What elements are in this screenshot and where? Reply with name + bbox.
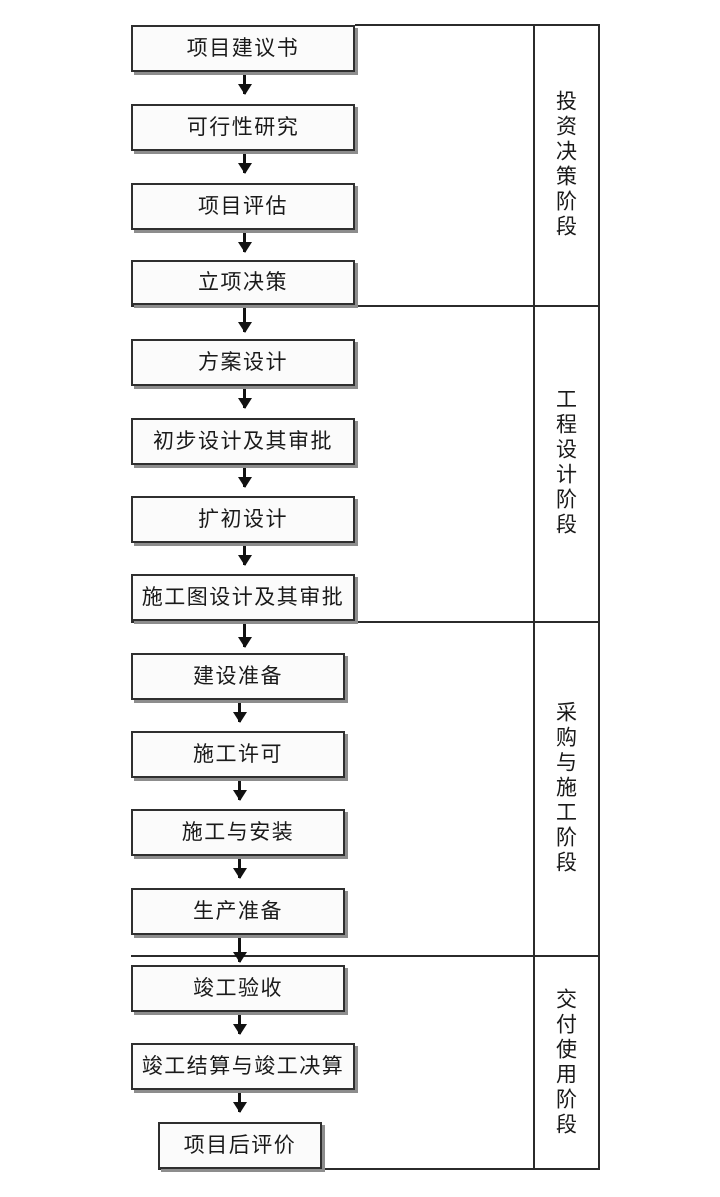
node-label: 项目后评价 — [183, 1133, 297, 1157]
node-label: 生产准备 — [193, 899, 283, 923]
edge-arrow — [243, 465, 246, 487]
node-label: 项目建议书 — [186, 36, 300, 60]
edge-arrow — [238, 700, 241, 722]
stage-label: 投资决策阶段 — [553, 89, 578, 240]
node-project-proposal[interactable]: 项目建议书 — [131, 25, 355, 72]
node-label: 建设准备 — [193, 664, 283, 688]
node-label: 立项决策 — [198, 270, 288, 294]
stage-separator-3 — [131, 955, 600, 957]
node-final-settlement-and-accounts[interactable]: 竣工结算与竣工决算 — [131, 1043, 355, 1090]
edge-arrow — [238, 935, 241, 962]
stage-cell-delivery-and-use: 交付使用阶段 — [533, 955, 598, 1170]
node-scheme-design[interactable]: 方案设计 — [131, 339, 355, 386]
node-feasibility-study[interactable]: 可行性研究 — [131, 104, 355, 151]
stage-cell-engineering-design: 工程设计阶段 — [533, 305, 598, 621]
node-construction-preparation[interactable]: 建设准备 — [131, 653, 345, 700]
node-construction-drawing-approval[interactable]: 施工图设计及其审批 — [131, 574, 355, 621]
edge-arrow — [243, 151, 246, 173]
stage-label: 交付使用阶段 — [553, 987, 578, 1138]
node-project-appraisal[interactable]: 项目评估 — [131, 183, 355, 230]
stage-cell-investment-decision: 投资决策阶段 — [533, 24, 598, 305]
stage-cell-procurement-construction: 采购与施工阶段 — [533, 621, 598, 955]
node-label: 项目评估 — [198, 194, 288, 218]
node-project-approval-decision[interactable]: 立项决策 — [131, 260, 355, 305]
edge-arrow — [238, 1012, 241, 1034]
frame-right-rule — [598, 24, 600, 1170]
node-label: 施工许可 — [193, 742, 283, 766]
edge-arrow — [243, 72, 246, 94]
frame-bottom-rule — [158, 1168, 600, 1170]
edge-arrow — [243, 543, 246, 565]
node-label: 扩初设计 — [198, 507, 288, 531]
node-construction-permit[interactable]: 施工许可 — [131, 731, 345, 778]
node-construction-and-installation[interactable]: 施工与安装 — [131, 809, 345, 856]
edge-arrow — [243, 621, 246, 647]
frame-top-rule — [355, 24, 600, 26]
node-label: 施工图设计及其审批 — [141, 585, 345, 609]
edge-arrow — [243, 386, 246, 408]
edge-arrow — [243, 230, 246, 252]
node-preliminary-design-approval[interactable]: 初步设计及其审批 — [131, 418, 355, 465]
node-post-project-evaluation[interactable]: 项目后评价 — [158, 1122, 322, 1169]
node-production-preparation[interactable]: 生产准备 — [131, 888, 345, 935]
node-label: 可行性研究 — [186, 115, 300, 139]
stage-separator-2 — [131, 621, 600, 623]
edge-arrow — [238, 1090, 241, 1112]
node-extended-preliminary-design[interactable]: 扩初设计 — [131, 496, 355, 543]
node-label: 初步设计及其审批 — [153, 429, 333, 453]
node-label: 竣工结算与竣工决算 — [141, 1054, 345, 1078]
edge-arrow — [238, 778, 241, 800]
stage-label: 工程设计阶段 — [553, 388, 578, 538]
edge-arrow — [238, 856, 241, 878]
stage-label: 采购与施工阶段 — [553, 700, 578, 876]
frame-stage-divider-rule — [533, 24, 535, 1170]
node-completion-acceptance[interactable]: 竣工验收 — [131, 965, 345, 1012]
node-label: 施工与安装 — [181, 820, 295, 844]
node-label: 竣工验收 — [193, 976, 283, 1000]
stage-separator-1 — [131, 305, 600, 307]
edge-arrow — [243, 305, 246, 332]
node-label: 方案设计 — [198, 350, 288, 374]
